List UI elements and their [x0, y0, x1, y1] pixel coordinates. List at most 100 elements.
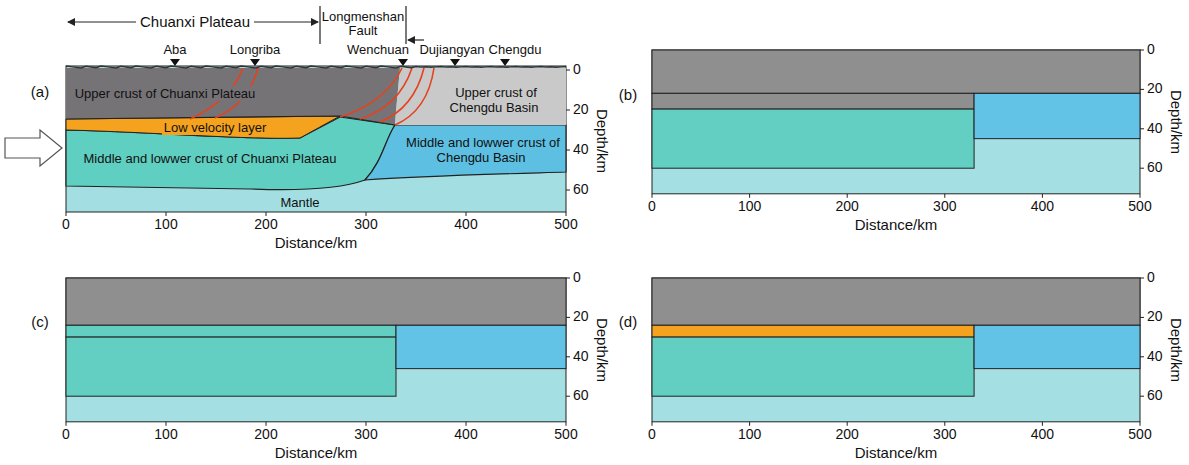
mantle-region: Mantle: [278, 195, 321, 210]
layer-block: [66, 337, 396, 396]
axis-ticks: [66, 70, 570, 216]
axis-title: Distance/km: [855, 217, 938, 234]
axis-tick: 40: [1147, 349, 1163, 364]
axis-tick: 40: [1147, 121, 1163, 136]
panel-letter: (b): [619, 87, 637, 104]
layer-block: [66, 278, 566, 325]
layer-block: [974, 93, 1140, 138]
axis-tick: 300: [933, 427, 956, 442]
axis-title: Depth/km: [594, 109, 611, 173]
axis-title: Depth/km: [1168, 318, 1185, 382]
station-name: Aba: [163, 43, 186, 57]
axis-tick: 20: [1147, 82, 1163, 97]
layer-block: [974, 325, 1140, 368]
axis-tick: 400: [454, 427, 477, 442]
panel-letter: (d): [619, 314, 637, 331]
axis-tick: 60: [1147, 160, 1163, 175]
layer-block: [66, 325, 396, 337]
axis-tick: 60: [573, 182, 589, 197]
panel-letter: (a): [31, 84, 49, 101]
axis-tick: 400: [454, 217, 477, 232]
axis-title: Depth/km: [594, 318, 611, 382]
layer-block: [652, 337, 974, 396]
chuanxi-upper-crust: [66, 68, 400, 125]
axis-title: Distance/km: [275, 235, 358, 252]
axis-tick: 100: [154, 217, 177, 232]
axis-tick: 500: [1128, 199, 1151, 214]
axis-tick: 400: [1031, 199, 1054, 214]
axis-tick: 200: [254, 427, 277, 442]
axis-tick: 0: [62, 427, 70, 442]
axis-tick: 200: [254, 217, 277, 232]
axis-tick: 0: [648, 199, 656, 214]
axis-tick: 100: [738, 199, 761, 214]
layer-block: [652, 50, 1140, 93]
axis-tick: 0: [1147, 42, 1155, 57]
axis-tick: 300: [933, 199, 956, 214]
station-name: Wenchuan: [347, 43, 409, 57]
axis-tick: 0: [573, 270, 581, 285]
station-name: Dujiangyan: [419, 43, 484, 57]
basin-lower-crust-region: Middle and lowwer crust of Chengdu Basin: [402, 135, 562, 165]
axis-tick: 40: [573, 142, 589, 157]
layer-block: [652, 278, 1140, 422]
axis-tick: 500: [1128, 427, 1151, 442]
push-arrow: [5, 130, 62, 166]
axis-tick: 100: [738, 427, 761, 442]
chengdu-lower-crust: [365, 125, 566, 180]
axis-tick: 20: [573, 310, 589, 325]
layer-block: [652, 50, 1140, 194]
axis-tick: 200: [836, 199, 859, 214]
region-label: Middle and lowwer crust of Chengdu Basin: [404, 135, 560, 165]
upper-crust-region: Upper crust of Chuanxi Plateau: [73, 86, 258, 101]
axis-ticks: [652, 278, 1144, 426]
ground-surface: [66, 66, 566, 68]
axis-tick: 500: [554, 217, 577, 232]
region-label: Upper crust of Chengdu Basin: [450, 85, 541, 115]
layer-block: [652, 93, 974, 109]
station-markers: [170, 59, 510, 66]
axis-tick: 200: [836, 427, 859, 442]
station-name: Longriba: [230, 43, 281, 57]
region-label: Mantle: [278, 195, 321, 210]
axis-tick: 20: [573, 102, 589, 117]
axis-tick: 60: [573, 388, 589, 403]
axis-tick: 0: [62, 217, 70, 232]
layer-block: [652, 325, 974, 337]
axis-tick: 300: [354, 217, 377, 232]
mantle-region: [66, 66, 566, 212]
low-velocity-region: Low velocity layer: [162, 120, 269, 135]
layer-block: [396, 325, 566, 368]
basin-upper-crust-region: Upper crust of Chengdu Basin: [439, 85, 551, 115]
region-title: Chuanxi Plateau: [140, 14, 250, 31]
layer-block: [66, 278, 566, 422]
axis-tick: 0: [573, 62, 581, 77]
chuanxi-lower-crust: [66, 117, 395, 190]
axis-ticks: [652, 50, 1144, 198]
axis-title: Depth/km: [1168, 90, 1185, 154]
fault-title: Longmenshan Fault: [321, 10, 405, 39]
axis-tick: 400: [1031, 427, 1054, 442]
layer-block: [652, 278, 1140, 325]
region-label: Middle and lowwer crust of Chuanxi Plate…: [82, 151, 339, 166]
axis-ticks: [66, 278, 570, 426]
region-brackets: [68, 6, 424, 44]
station-name: Chengdu: [489, 43, 542, 57]
axis-tick: 0: [1147, 270, 1155, 285]
panel-letter: (c): [31, 314, 49, 331]
axis-tick: 500: [554, 427, 577, 442]
axis-tick: 20: [1147, 310, 1163, 325]
panel-a-section: [5, 6, 566, 212]
axis-tick: 100: [154, 427, 177, 442]
axis-title: Distance/km: [855, 445, 938, 462]
axis-tick: 60: [1147, 388, 1163, 403]
region-label: Upper crust of Chuanxi Plateau: [73, 86, 258, 101]
low-velocity-layer: [66, 116, 340, 138]
layer-block: [652, 109, 974, 168]
axis-tick: 300: [354, 427, 377, 442]
lower-crust-region: Middle and lowwer crust of Chuanxi Plate…: [82, 151, 339, 166]
region-label: Low velocity layer: [162, 120, 269, 135]
axis-tick: 0: [648, 427, 656, 442]
axis-title: Distance/km: [275, 445, 358, 462]
